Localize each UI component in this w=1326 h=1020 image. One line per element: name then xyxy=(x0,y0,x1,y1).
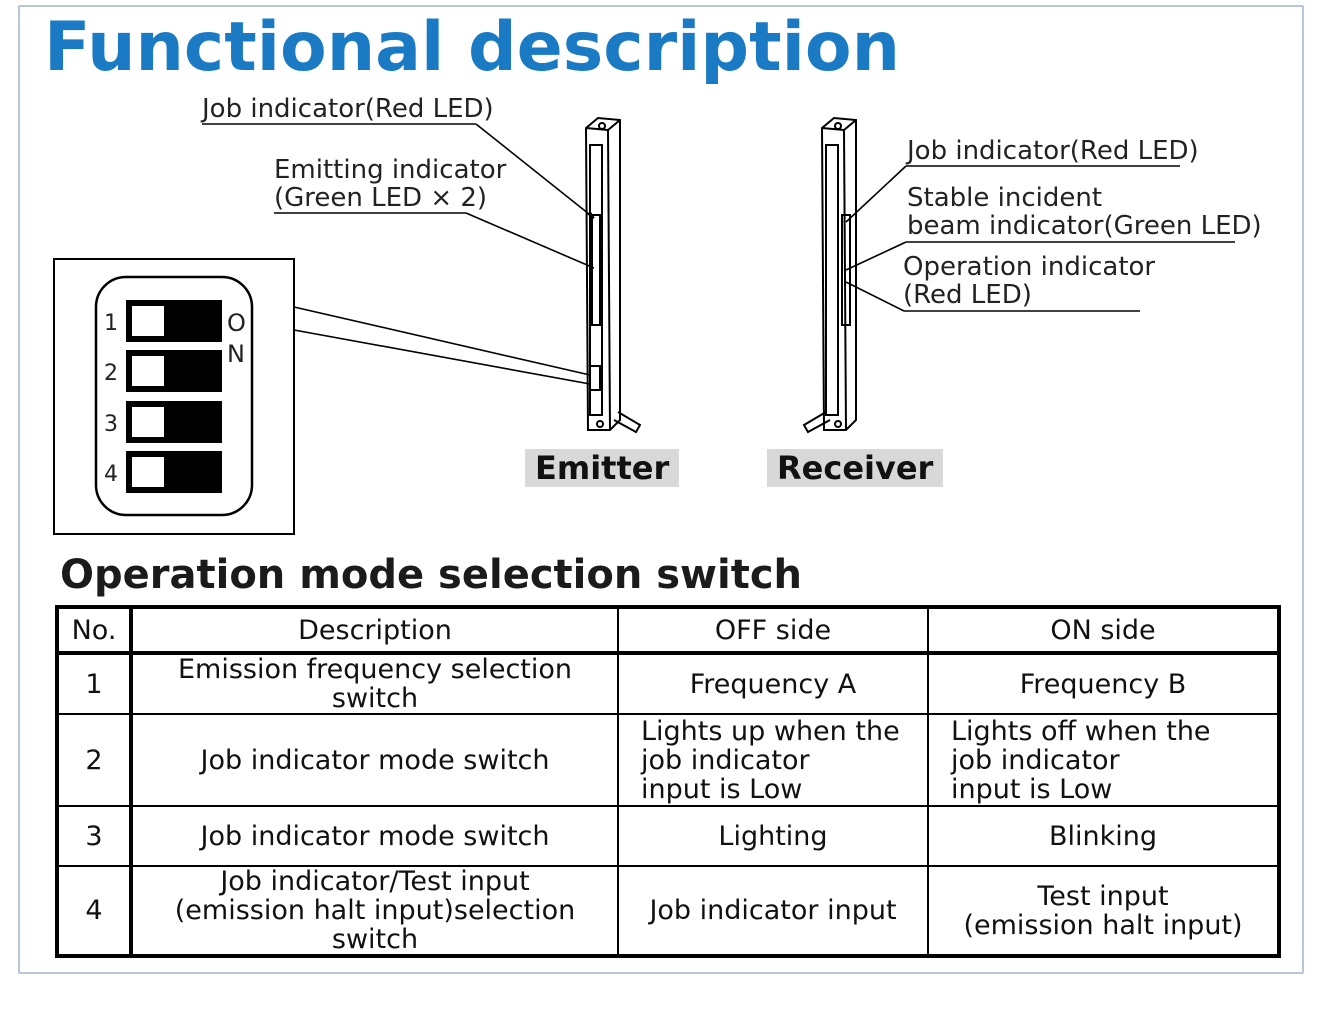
table-row: 4 Job indicator/Test input (emission hal… xyxy=(56,865,1280,957)
cell-on-side: Frequency B xyxy=(927,652,1280,715)
cell-on-side: Lights off when the job indicator input … xyxy=(927,713,1280,807)
table-row: 2 Job indicator mode switch Lights up wh… xyxy=(56,713,1280,807)
dip-number-3: 3 xyxy=(104,412,118,437)
cell-off-side: Lights up when the job indicator input i… xyxy=(617,713,929,807)
cell-line: Emission frequency selection switch xyxy=(177,654,573,714)
cell-description: Job indicator mode switch xyxy=(130,805,619,867)
receiver-body xyxy=(802,116,857,434)
cell-line: Job indicator mode switch xyxy=(200,820,550,852)
cell-line: Job indicator input xyxy=(649,895,897,926)
cell-off-side: Lighting xyxy=(617,805,929,867)
cell-off-side: Job indicator input xyxy=(617,865,929,957)
emitter-body xyxy=(584,116,642,434)
cell-on-side: Blinking xyxy=(927,805,1280,867)
emitter-job-indicator-label: Job indicator(Red LED) xyxy=(202,94,494,124)
cell-line: (emission halt input)selection switch xyxy=(174,895,576,955)
page-title: Functional description xyxy=(44,8,901,87)
receiver-tag: Receiver xyxy=(767,449,944,487)
cell-no: 4 xyxy=(56,865,133,957)
receiver-leader-lines xyxy=(845,165,1235,312)
receiver-job-indicator-label: Job indicator(Red LED) xyxy=(907,136,1199,166)
header-on-side: ON side xyxy=(927,606,1280,655)
emitter-emitting-indicator-label-2: (Green LED × 2) xyxy=(274,183,488,213)
cell-line: input is Low xyxy=(641,773,803,805)
cell-line: Blinking xyxy=(1048,820,1158,852)
dip-number-1: 1 xyxy=(104,311,118,336)
dip-on-label-o: O xyxy=(227,309,246,337)
table-row: 1 Emission frequency selection switch Fr… xyxy=(56,652,1280,715)
header-off-side: OFF side xyxy=(617,606,929,655)
header-no: No. xyxy=(56,606,133,655)
cell-line: Job indicator/Test input xyxy=(220,866,530,897)
operation-mode-table: No. Description OFF side ON side 1 Emiss… xyxy=(55,605,1281,958)
dip-switch-1 xyxy=(126,300,222,342)
cell-no: 2 xyxy=(56,713,133,807)
dip-switch-2 xyxy=(126,350,222,392)
dip-number-4: 4 xyxy=(104,462,118,487)
cell-description: Emission frequency selection switch xyxy=(130,652,619,715)
dip-switch-3 xyxy=(126,401,222,443)
cell-line: Test input xyxy=(1037,880,1169,912)
cell-line: (emission halt input) xyxy=(963,909,1243,941)
receiver-stable-indicator-label-1: Stable incident xyxy=(907,183,1103,213)
cell-line: job indicator xyxy=(951,744,1120,776)
emitter-emitting-indicator-label-1: Emitting indicator xyxy=(274,155,507,185)
section-title: Operation mode selection switch xyxy=(60,552,803,598)
cell-line: job indicator xyxy=(641,744,810,776)
receiver-stable-indicator-label-2: beam indicator(Green LED) xyxy=(907,211,1262,241)
cell-line: Frequency B xyxy=(1019,668,1187,700)
cell-line: Frequency A xyxy=(689,668,857,700)
dip-number-2: 2 xyxy=(104,361,118,386)
cell-line: Lights off when the xyxy=(951,715,1211,747)
page-frame xyxy=(18,5,1304,974)
cell-no: 1 xyxy=(56,652,133,715)
cell-line: Job indicator mode switch xyxy=(200,744,550,776)
receiver-operation-indicator-label-2: (Red LED) xyxy=(903,280,1032,310)
header-description: Description xyxy=(130,606,619,655)
cell-description: Job indicator mode switch xyxy=(130,713,619,807)
dip-switch-4 xyxy=(126,451,222,493)
dip-on-label-n: N xyxy=(227,340,245,368)
cell-description: Job indicator/Test input (emission halt … xyxy=(130,865,619,957)
cell-line: Lights up when the xyxy=(641,715,900,747)
cell-on-side: Test input (emission halt input) xyxy=(927,865,1280,957)
cell-line: Lighting xyxy=(718,820,828,852)
table-header-row: No. Description OFF side ON side xyxy=(56,606,1280,655)
table-row: 3 Job indicator mode switch Lighting Bli… xyxy=(56,805,1280,867)
dip-switch-diagram xyxy=(53,258,295,535)
cell-off-side: Frequency A xyxy=(617,652,929,715)
cell-line: input is Low xyxy=(951,773,1113,805)
receiver-operation-indicator-label-1: Operation indicator xyxy=(903,252,1156,282)
emitter-tag: Emitter xyxy=(525,449,680,487)
cell-no: 3 xyxy=(56,805,133,867)
emitter-leader-lines xyxy=(202,123,595,385)
